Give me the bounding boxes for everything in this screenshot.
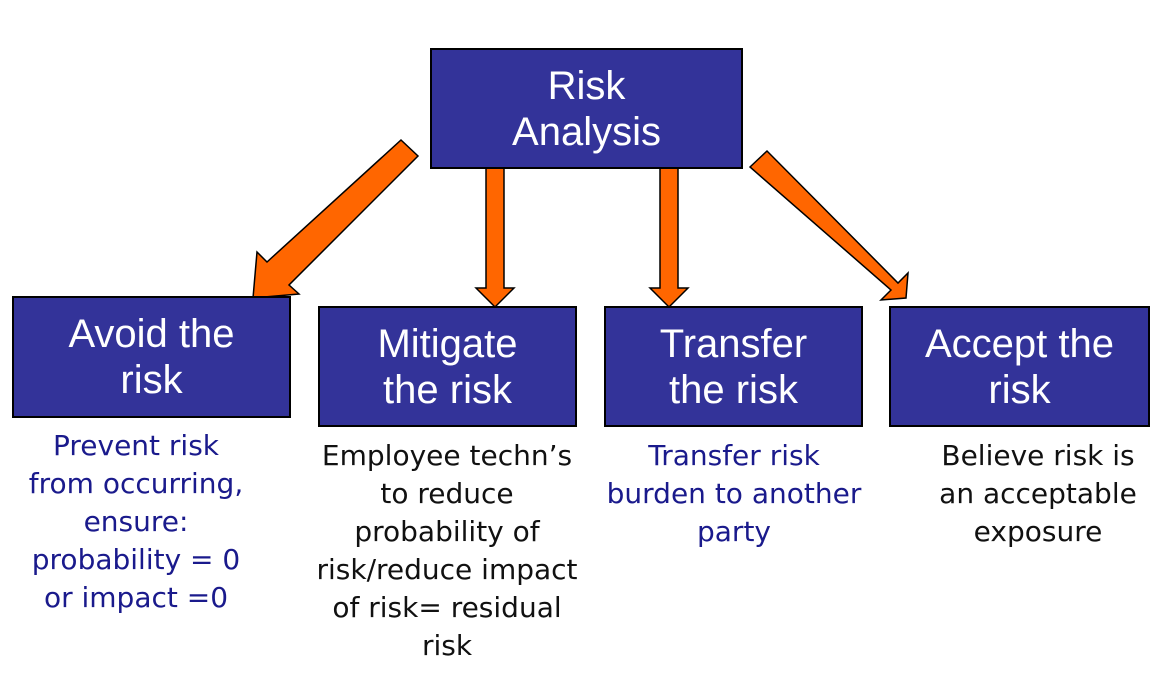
arrow-to-accept (748, 149, 909, 301)
risk-analysis-box: Risk Analysis (430, 48, 743, 169)
avoid-risk-description: Prevent risk from occurring, ensure: pro… (28, 429, 244, 614)
risk-analysis-label: Risk Analysis (512, 63, 661, 154)
avoid-risk-label: Avoid the risk (68, 312, 235, 402)
mitigate-risk-description: Employee techn’s to reduce probability o… (316, 439, 578, 662)
avoid-risk-box: Avoid the risk (12, 296, 291, 418)
arrow-to-transfer (648, 167, 690, 309)
arrow-to-mitigate (474, 167, 516, 309)
transfer-risk-label: Transfer the risk (659, 321, 808, 412)
arrow-to-avoid (252, 138, 420, 299)
accept-risk-box: Accept the risk (889, 306, 1150, 427)
mitigate-risk-box: Mitigate the risk (318, 306, 577, 427)
accept-risk-description: Believe risk is an acceptable exposure (939, 439, 1137, 548)
accept-risk-label: Accept the risk (924, 321, 1114, 412)
mitigate-risk-label: Mitigate the risk (377, 321, 518, 412)
transfer-risk-box: Transfer the risk (604, 306, 863, 427)
transfer-risk-description: Transfer risk burden to another party (606, 439, 862, 548)
